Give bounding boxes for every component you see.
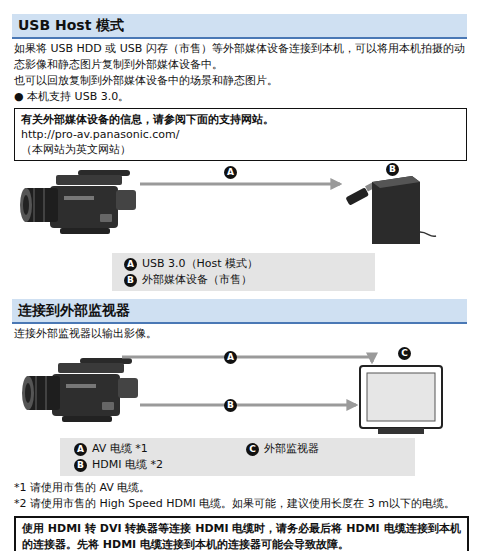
callout-letter: B [224, 399, 237, 412]
node-text: http://pro-av.panasonic.com/ [21, 127, 460, 142]
legend-panel: A USB 3.0（Host 模式） B 外部媒体设备（市售） [112, 253, 375, 291]
callout-letter: C [398, 347, 411, 360]
node-text: USB 3.0（Host 模式） [142, 256, 258, 272]
camera [20, 170, 136, 234]
footnote: *1 请使用市售的 AV 电缆。 [14, 480, 480, 496]
callout-letter: B [74, 459, 87, 472]
callout-letter: B [386, 163, 399, 176]
callout-letter: C [246, 443, 259, 456]
av-cable-arrow [122, 357, 372, 362]
legend-panel: A AV 电缆 *1 C 外部监视器 B HDMI 电缆 *2 [60, 438, 415, 476]
usb-arrow [140, 183, 340, 186]
section-heading: USB Host 模式 [12, 14, 467, 39]
body-text: 也可以回放复制到外部媒体设备中的场景和静态图片。 [14, 73, 472, 89]
footnote: *2 请使用市售的 High Speed HDMI 电缆。如果可能，建议使用长度… [14, 496, 480, 512]
body-text: 如果将 USB HDD 或 USB 闪存（市售）等外部媒体设备连接到本机，可以将… [14, 41, 472, 73]
callout-letter: B [124, 274, 137, 287]
callout-letter: A [224, 166, 237, 179]
warning-box: 使用 HDMI 转 DVI 转换器等连接 HDMI 电缆时，请务必最后将 HDM… [14, 516, 469, 551]
callout-letter: A [124, 258, 137, 271]
callout-letter: A [74, 443, 87, 456]
info-box: 有关外部媒体设备的信息，请参阅下面的支持网站。http://pro-av.pan… [14, 108, 467, 161]
bullet-text: ● 本机支持 USB 3.0。 [14, 89, 472, 105]
hard-disk [372, 176, 436, 244]
hdmi-cable-arrow [140, 404, 356, 407]
node-text: 外部媒体设备（市售） [142, 272, 252, 288]
callout-letter: A [224, 351, 237, 364]
camera [22, 358, 138, 422]
node-text: 外部监视器 [264, 441, 319, 457]
node-text: 有关外部媒体设备的信息，请参阅下面的支持网站。 [21, 112, 460, 127]
node-text: HDMI 电缆 *2 [92, 457, 163, 473]
section-heading: 连接到外部监视器 [12, 299, 467, 324]
monitor [360, 366, 442, 434]
node-text: AV 电缆 *1 [92, 441, 148, 457]
node-text: 使用 HDMI 转 DVI 转换器等连接 HDMI 电缆时，请务必最后将 HDM… [22, 521, 461, 551]
node-text: USB Host 模式 [18, 17, 461, 34]
usb-stick [345, 182, 375, 205]
node-text: 连接到外部监视器 [18, 302, 461, 319]
body-text: 连接外部监视器以输出影像。 [14, 326, 472, 342]
node-text: （本网站为英文网站） [21, 142, 460, 157]
